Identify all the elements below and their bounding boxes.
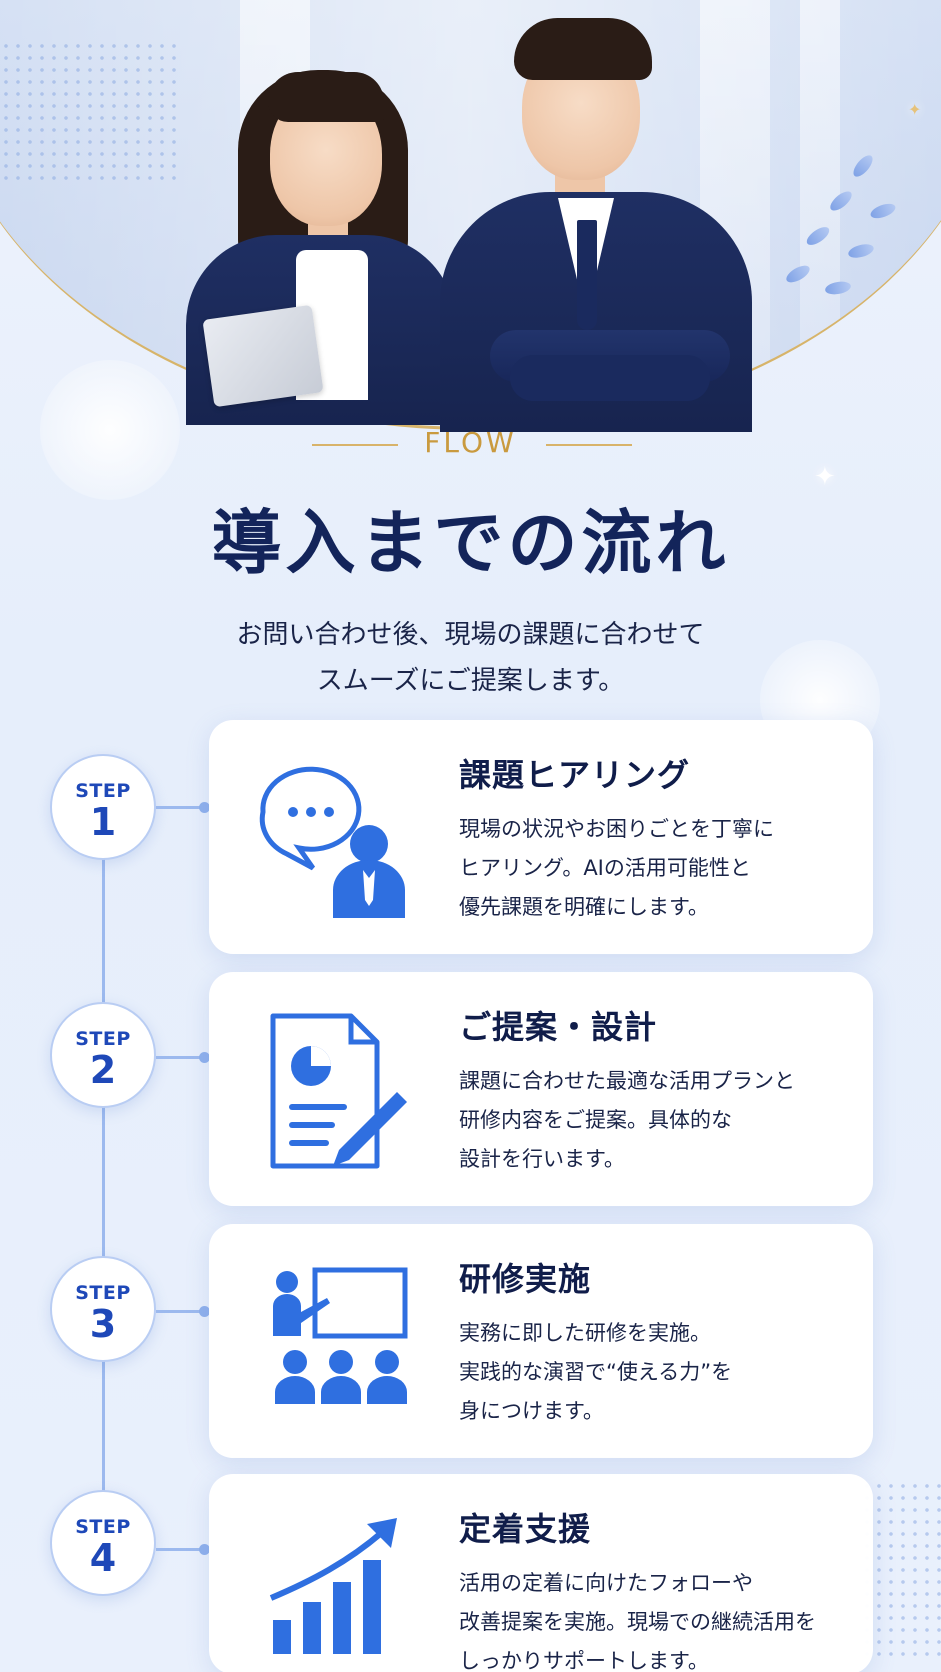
description-line: 課題に合わせた最適な活用プランと: [459, 1069, 795, 1093]
step-label: STEP: [75, 780, 131, 802]
description-line: ヒアリング。AIの活用可能性と: [459, 856, 751, 880]
description-line: 実践的な演習で“使える力”を: [459, 1360, 733, 1384]
timeline-line: [102, 800, 105, 1520]
step-badge-4: STEP 4: [50, 1490, 156, 1596]
description-line: 改善提案を実施。現場での継続活用を: [459, 1610, 816, 1634]
step-description: 実務に即した研修を実施。 実践的な演習で“使える力”を 身につけます。: [459, 1314, 859, 1431]
description-line: 研修内容をご提案。具体的な: [459, 1108, 732, 1132]
section-eyebrow: FLOW: [424, 426, 517, 459]
step-card-4: 定着支援 活用の定着に向けたフォローや 改善提案を実施。現場での継続活用を しっ…: [209, 1474, 873, 1672]
description-line: 身につけます。: [459, 1399, 604, 1423]
chat-consultant-icon: [259, 766, 405, 918]
description-line: 設計を行います。: [459, 1147, 625, 1171]
eyebrow-rule-left: [312, 444, 398, 446]
dot-pattern: [861, 1480, 941, 1660]
window-light: [800, 0, 840, 427]
step-number: 3: [89, 1302, 117, 1346]
step-title: 定着支援: [459, 1510, 592, 1548]
subtitle-line: お問い合わせ後、現場の課題に合わせて: [236, 620, 705, 650]
step-label: STEP: [75, 1516, 131, 1538]
subtitle-line: スムーズにご提案します。: [316, 666, 625, 696]
step-badge-3: STEP 3: [50, 1256, 156, 1362]
step-card-3: 研修実施 実務に即した研修を実施。 実践的な演習で“使える力”を 身につけます。: [209, 1224, 873, 1458]
sparkle-icon: ✦: [814, 462, 836, 492]
step-number: 1: [89, 800, 117, 844]
step-card-1: 課題ヒアリング 現場の状況やお困りごとを丁寧に ヒアリング。AIの活用可能性と …: [209, 720, 873, 954]
step-label: STEP: [75, 1028, 131, 1050]
training-presentation-icon: [273, 1267, 408, 1404]
description-line: しっかりサポートします。: [459, 1649, 709, 1672]
step-description: 活用の定着に向けたフォローや 改善提案を実施。現場での継続活用を しっかりサポー…: [459, 1564, 859, 1672]
description-line: 現場の状況やお困りごとを丁寧に: [459, 817, 774, 841]
step-number: 4: [89, 1536, 117, 1580]
sparkle-icon: ✦: [908, 100, 922, 119]
eyebrow-rule-right: [546, 444, 632, 446]
dot-pattern: [0, 40, 180, 180]
step-card-2: ご提案・設計 課題に合わせた最適な活用プランと 研修内容をご提案。具体的な 設計…: [209, 972, 873, 1206]
description-line: 活用の定着に向けたフォローや: [459, 1571, 753, 1595]
step-connector: [156, 1544, 210, 1555]
page-subtitle: お問い合わせ後、現場の課題に合わせて スムーズにご提案します。: [0, 612, 941, 704]
description-line: 優先課題を明確にします。: [459, 895, 709, 919]
step-title: 課題ヒアリング: [459, 756, 691, 794]
step-badge-2: STEP 2: [50, 1002, 156, 1108]
step-connector: [156, 1306, 210, 1317]
step-description: 課題に合わせた最適な活用プランと 研修内容をご提案。具体的な 設計を行います。: [459, 1062, 859, 1179]
growth-chart-icon: [269, 1518, 397, 1654]
step-connector: [156, 802, 210, 813]
light-glow: [40, 360, 180, 500]
page-title: 導入までの流れ: [211, 501, 730, 584]
document-pen-icon: [270, 1013, 407, 1169]
hero-image: [0, 0, 941, 440]
step-badge-1: STEP 1: [50, 754, 156, 860]
step-title: ご提案・設計: [459, 1008, 658, 1046]
step-description: 現場の状況やお困りごとを丁寧に ヒアリング。AIの活用可能性と 優先課題を明確に…: [459, 810, 859, 927]
step-number: 2: [89, 1048, 117, 1092]
description-line: 実務に即した研修を実施。: [459, 1321, 711, 1345]
step-connector: [156, 1052, 210, 1063]
step-label: STEP: [75, 1282, 131, 1304]
step-title: 研修実施: [459, 1260, 592, 1298]
